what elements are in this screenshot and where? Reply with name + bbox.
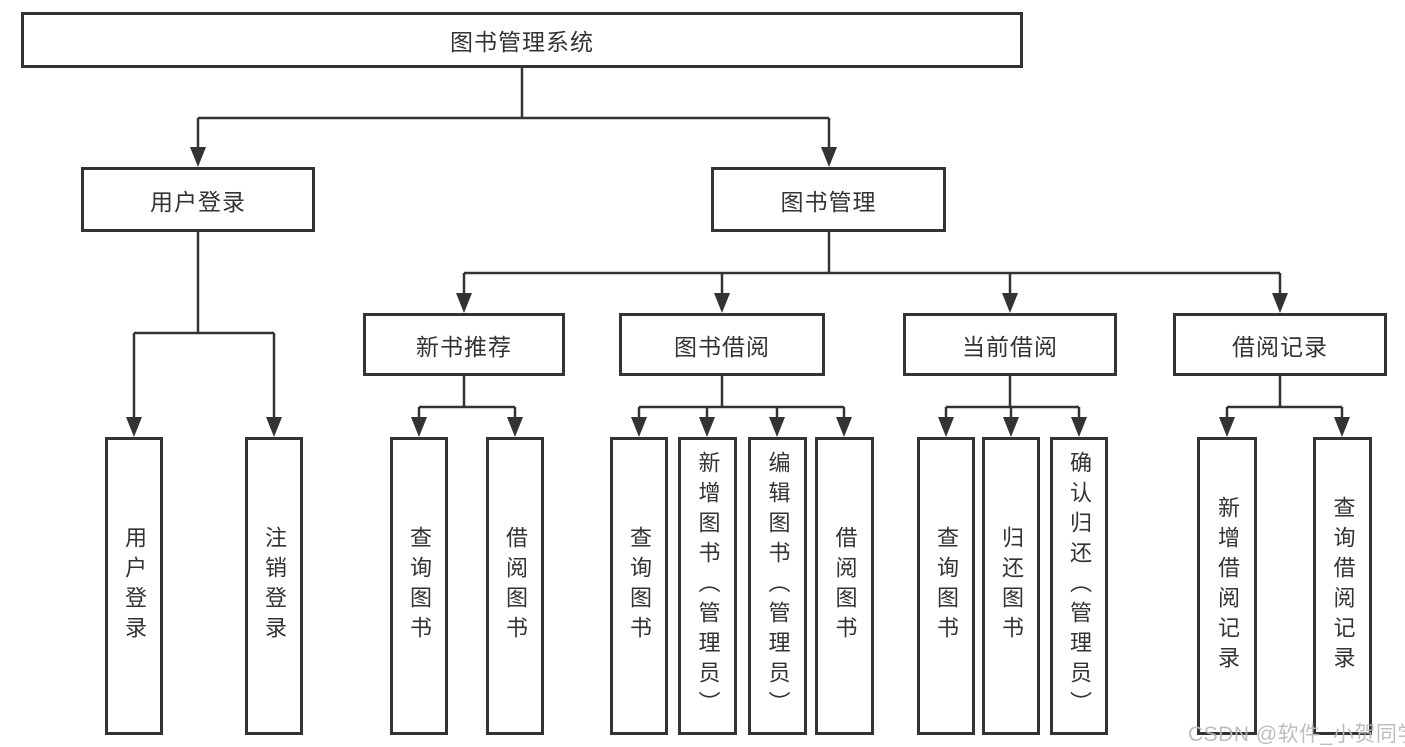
leaf-cb-confirm-return-admin: 确认归还（管理员） bbox=[1050, 437, 1108, 735]
node-borrowing-records: 借阅记录 bbox=[1173, 313, 1387, 376]
leaf-bb-add-books-admin-label: 新增图书（管理员） bbox=[695, 451, 721, 721]
leaf-br-query-record: 查询借阅记录 bbox=[1313, 437, 1372, 735]
leaf-br-add-record: 新增借阅记录 bbox=[1197, 437, 1257, 735]
arrow-down-icon bbox=[1272, 293, 1288, 313]
leaf-bb-query-books-label: 查询图书 bbox=[627, 526, 652, 646]
node-new-book-recommend: 新书推荐 bbox=[363, 313, 565, 376]
node-root: 图书管理系统 bbox=[21, 12, 1023, 68]
leaf-bb-edit-books-admin: 编辑图书（管理员） bbox=[748, 437, 807, 735]
arrow-down-icon bbox=[266, 417, 282, 437]
leaf-nbr-borrow-books: 借阅图书 bbox=[486, 437, 544, 735]
node-user-login: 用户登录 bbox=[81, 167, 315, 232]
arrow-down-icon bbox=[411, 417, 427, 437]
leaf-nbr-query-books: 查询图书 bbox=[390, 437, 448, 735]
leaf-bb-query-books: 查询图书 bbox=[610, 437, 668, 735]
leaf-nbr-query-books-label: 查询图书 bbox=[407, 526, 432, 646]
leaf-br-query-record-label: 查询借阅记录 bbox=[1330, 496, 1356, 676]
arrow-down-icon bbox=[836, 417, 852, 437]
arrow-down-icon bbox=[1334, 417, 1350, 437]
leaf-br-add-record-label: 新增借阅记录 bbox=[1215, 496, 1240, 676]
arrow-down-icon bbox=[190, 147, 206, 167]
node-book-management: 图书管理 bbox=[711, 167, 946, 232]
arrow-down-icon bbox=[126, 417, 142, 437]
connector-book-borrowing-to-leaves bbox=[637, 376, 846, 420]
arrow-down-icon bbox=[699, 417, 715, 437]
node-current-borrowing-label: 当前借阅 bbox=[962, 333, 1058, 360]
leaf-user-login-label: 用户登录 bbox=[122, 526, 147, 646]
connector-new-book-recommend-to-leaves bbox=[417, 376, 517, 420]
arrow-down-icon bbox=[714, 293, 730, 313]
node-current-borrowing: 当前借阅 bbox=[903, 313, 1117, 376]
leaf-logout: 注销登录 bbox=[245, 437, 303, 735]
leaf-cb-return-books: 归还图书 bbox=[982, 437, 1040, 735]
arrow-down-icon bbox=[1071, 417, 1087, 437]
arrowheads bbox=[126, 147, 1350, 437]
csdn-watermark: CSDN @软件_小贺同学 bbox=[1188, 723, 1405, 746]
leaf-bb-edit-books-admin-label: 编辑图书（管理员） bbox=[765, 451, 791, 721]
leaf-user-login: 用户登录 bbox=[105, 437, 163, 735]
arrow-down-icon bbox=[1219, 417, 1235, 437]
node-root-label: 图书管理系统 bbox=[450, 29, 594, 55]
connector-user-login-to-leaves bbox=[132, 232, 276, 420]
arrow-down-icon bbox=[1003, 417, 1019, 437]
leaf-cb-return-books-label: 归还图书 bbox=[999, 526, 1024, 646]
leaf-bb-add-books-admin: 新增图书（管理员） bbox=[678, 437, 737, 735]
node-book-borrowing-label: 图书借阅 bbox=[674, 333, 770, 360]
arrow-down-icon bbox=[456, 293, 472, 313]
leaf-bb-borrow-books-label: 借阅图书 bbox=[832, 526, 858, 646]
connector-root-to-level1 bbox=[196, 68, 831, 150]
connector-book-management-to-categories bbox=[462, 232, 1282, 296]
leaf-cb-query-books: 查询图书 bbox=[917, 437, 975, 735]
leaf-cb-query-books-label: 查询图书 bbox=[934, 526, 959, 646]
arrow-down-icon bbox=[507, 417, 523, 437]
leaf-bb-borrow-books: 借阅图书 bbox=[815, 437, 874, 735]
arrow-down-icon bbox=[1002, 293, 1018, 313]
arrow-down-icon bbox=[769, 417, 785, 437]
connector-current-borrowing-to-leaves bbox=[944, 376, 1081, 420]
connector-borrowing-records-to-leaves bbox=[1225, 376, 1344, 420]
arrow-down-icon bbox=[938, 417, 954, 437]
leaf-logout-label: 注销登录 bbox=[262, 526, 287, 646]
leaf-cb-confirm-return-admin-label: 确认归还（管理员） bbox=[1067, 451, 1092, 721]
node-book-management-label: 图书管理 bbox=[780, 188, 877, 215]
arrow-down-icon bbox=[631, 417, 647, 437]
node-book-borrowing: 图书借阅 bbox=[619, 313, 825, 376]
node-new-book-recommend-label: 新书推荐 bbox=[416, 333, 512, 360]
node-user-login-label: 用户登录 bbox=[150, 188, 246, 215]
arrow-down-icon bbox=[821, 147, 837, 167]
node-borrowing-records-label: 借阅记录 bbox=[1232, 333, 1328, 360]
leaf-nbr-borrow-books-label: 借阅图书 bbox=[503, 526, 528, 646]
